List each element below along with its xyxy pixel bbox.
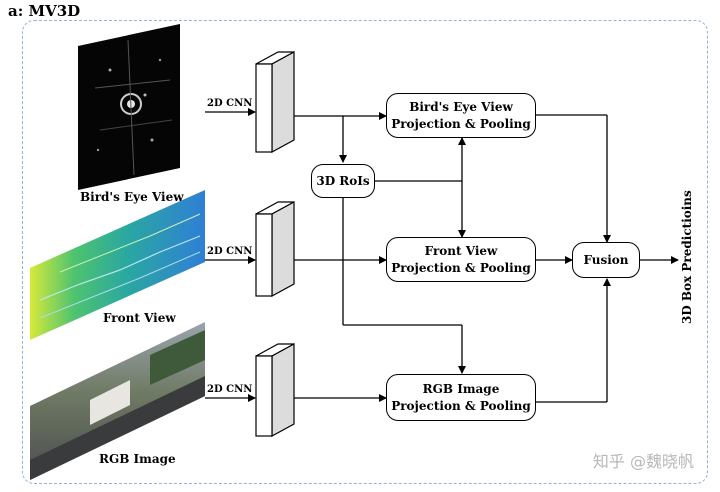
bev-projection-line1: Bird's Eye View [409, 100, 513, 115]
cnn-label-3: 2D CNN [207, 384, 253, 395]
output-label: 3D Box Predictioins [680, 190, 694, 324]
rois-node: 3D RoIs [311, 164, 375, 198]
label-front-view: Front View [103, 311, 176, 325]
bev-projection-node: Bird's Eye View Projection & Pooling [386, 93, 536, 138]
label-birds-eye-view: Bird's Eye View [80, 190, 184, 204]
bev-projection-line2: Projection & Pooling [391, 116, 531, 131]
diagram-frame [22, 20, 708, 484]
rois-label: 3D RoIs [316, 173, 370, 188]
rgb-projection-node: RGB Image Projection & Pooling [386, 374, 536, 421]
figure-title: a: MV3D [8, 2, 81, 20]
cnn-prism-1 [255, 50, 295, 154]
fusion-label: Fusion [583, 252, 629, 267]
cnn-prism-2 [255, 200, 295, 298]
connectors [205, 108, 679, 403]
fv-projection-line2: Projection & Pooling [391, 260, 531, 275]
fv-projection-node: Front View Projection & Pooling [386, 237, 536, 282]
rgb-image-view [30, 322, 205, 480]
cnn-label-1: 2D CNN [207, 98, 253, 109]
rgb-projection-line2: Projection & Pooling [391, 398, 531, 413]
front-view-image [30, 190, 205, 340]
fusion-node: Fusion [572, 242, 640, 278]
fv-projection-line1: Front View [424, 244, 498, 259]
cnn-label-2: 2D CNN [207, 246, 253, 257]
birds-eye-view-image [78, 24, 180, 190]
watermark: 知乎 @魏晓帆 [592, 452, 694, 471]
cnn-prism-3 [255, 342, 295, 438]
rgb-projection-line1: RGB Image [422, 382, 500, 397]
label-rgb-image: RGB Image [99, 452, 176, 466]
